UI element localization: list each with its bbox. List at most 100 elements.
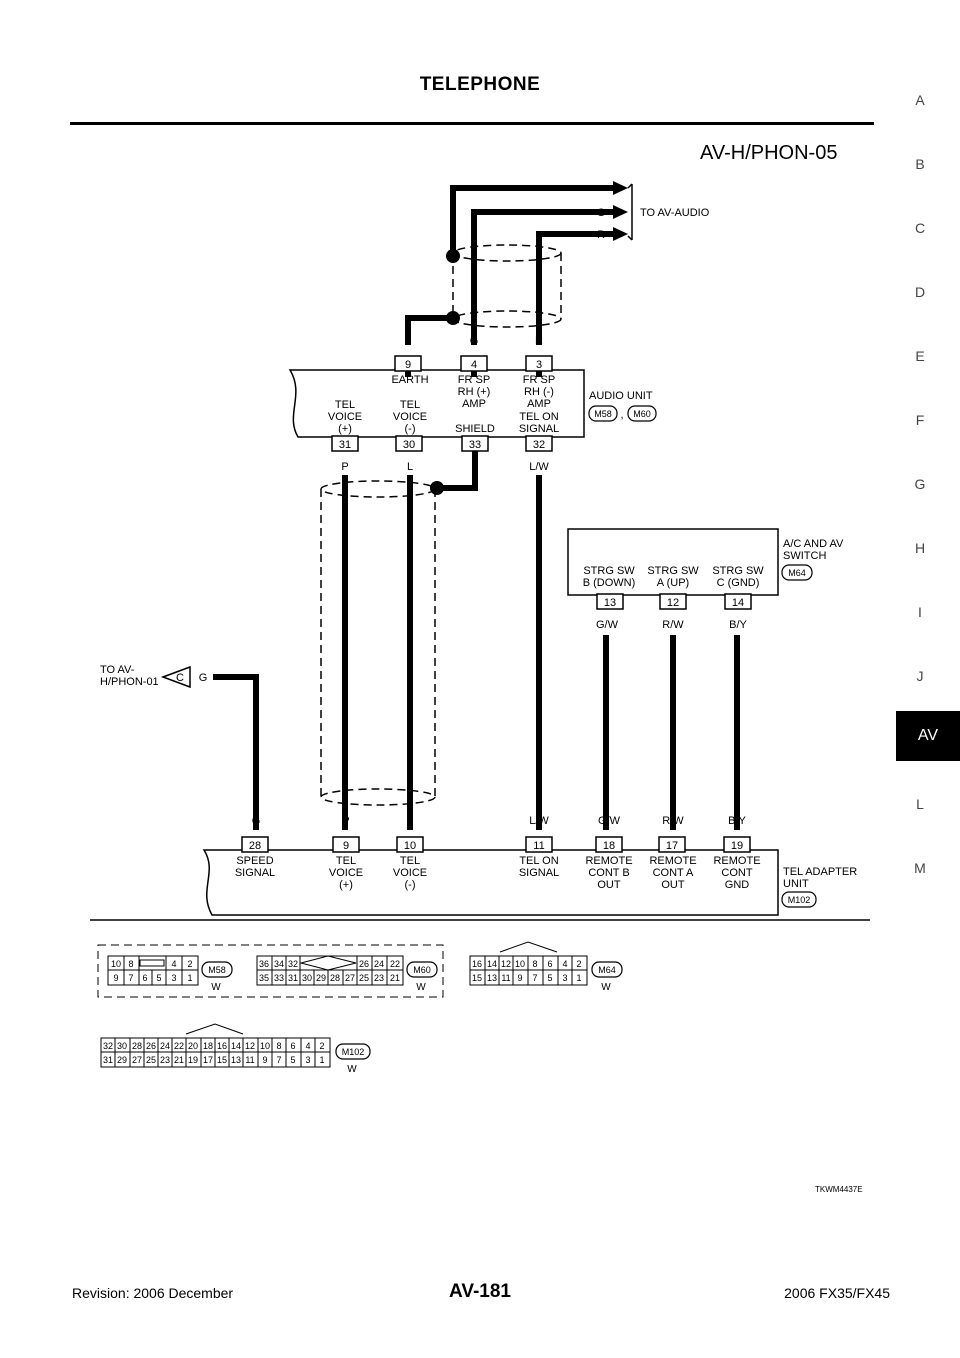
wire-g-speed	[213, 674, 259, 830]
splice-dot-upper-top	[446, 249, 460, 263]
pin-tel-10: 10	[404, 840, 416, 852]
diagram-id: AV-H/PHON-05	[700, 142, 838, 164]
index-letter-c[interactable]: C	[914, 220, 926, 236]
pin-box-tel-17	[658, 836, 686, 853]
pin-audio-3: 3	[536, 359, 542, 371]
label-audio-30-l2: VOICE	[393, 411, 427, 423]
label-audio-31-l3: (+)	[338, 423, 352, 435]
wire-color-tel-18: G/W	[598, 815, 621, 827]
m64-pin: 4	[562, 959, 567, 969]
shield-top	[452, 244, 562, 328]
wire-earth	[405, 315, 453, 345]
badge-text-m102-tel: M102	[788, 895, 811, 905]
index-letter-h[interactable]: H	[914, 540, 926, 556]
color-m102: W	[347, 1064, 357, 1075]
pin-audio-9: 9	[405, 359, 411, 371]
splice-dot-lower	[430, 481, 444, 495]
label-to-phon01-l1: TO AV-	[100, 664, 135, 676]
badge-m102-tel	[781, 891, 817, 908]
index-letter-f[interactable]: F	[915, 412, 925, 428]
badge-m64-switch	[781, 564, 813, 581]
m60-pin: 21	[390, 973, 400, 983]
m102-pin: 8	[276, 1041, 281, 1051]
label-tel-9-l1: TEL	[336, 855, 356, 867]
label-audio-3-l3: AMP	[527, 398, 551, 410]
m58-pin: 7	[128, 973, 133, 983]
m102-pin: 20	[188, 1041, 198, 1051]
label-tel-28-l2: SIGNAL	[235, 867, 275, 879]
pin-tel-18: 18	[603, 840, 615, 852]
label-tel-11-l2: SIGNAL	[519, 867, 559, 879]
m58-pin: 1	[187, 973, 192, 983]
badge-text-m60-face: M60	[413, 965, 431, 975]
badge-text-m64-face: M64	[598, 965, 616, 975]
m102-pin: 31	[103, 1055, 113, 1065]
badge-separator: ,	[620, 409, 623, 421]
index-letter-av-active[interactable]: AV	[896, 711, 960, 761]
m102-pin: 5	[290, 1055, 295, 1065]
index-letter-a[interactable]: A	[915, 92, 925, 108]
m102-pin: 29	[117, 1055, 127, 1065]
m60-pin: 23	[374, 973, 384, 983]
index-letter-e[interactable]: E	[915, 348, 925, 364]
m102-pin: 3	[305, 1055, 310, 1065]
connector-face-group-border	[97, 944, 444, 998]
wire-color-tel-28: G	[252, 815, 261, 827]
pin-audio-31: 31	[339, 439, 351, 451]
m102-pin: 11	[245, 1055, 254, 1065]
label-audio-3-l2: RH (-)	[524, 386, 554, 398]
index-letter-b[interactable]: B	[915, 156, 925, 172]
m102-pin: 23	[160, 1055, 170, 1065]
label-tel-10-l2: VOICE	[393, 867, 427, 879]
m58-pin: 10	[111, 959, 121, 969]
pin-box-audio-30	[395, 435, 423, 452]
index-letter-m[interactable]: M	[914, 860, 926, 876]
index-letter-i[interactable]: I	[918, 604, 922, 620]
page-title: TELEPHONE	[419, 74, 541, 95]
header-rule	[70, 122, 874, 125]
m60-pin: 31	[288, 973, 298, 983]
pin-switch-13: 13	[604, 597, 616, 609]
index-letter-d[interactable]: D	[914, 284, 926, 300]
badge-m102-face	[335, 1043, 371, 1060]
footer-model: 2006 FX35/FX45	[784, 1285, 890, 1301]
arrow-g	[613, 205, 628, 219]
m64-pin: 14	[487, 959, 497, 969]
m64-face-grid	[469, 941, 588, 986]
pin-box-tel-11	[525, 836, 553, 853]
pin-box-tel-10	[396, 836, 424, 853]
badge-text-m58-face: M58	[208, 965, 226, 975]
index-letter-j[interactable]: J	[916, 668, 924, 684]
pin-box-switch-14	[724, 593, 752, 610]
label-wire-g-audio: G	[597, 207, 606, 219]
wire-color-audio-32: L/W	[529, 461, 549, 473]
label-audio-unit: AUDIO UNIT	[589, 390, 653, 402]
index-letter-l[interactable]: L	[916, 796, 924, 812]
index-letter-g[interactable]: G	[914, 476, 926, 492]
m102-pin: 24	[160, 1041, 170, 1051]
badge-m58-face	[201, 961, 233, 978]
badge-m60-face	[406, 961, 438, 978]
m102-pin: 30	[117, 1041, 127, 1051]
m102-pin: 1	[319, 1055, 324, 1065]
m58-pin: 9	[113, 973, 118, 983]
m60-face-grid	[256, 955, 404, 986]
label-tel-17-l1: REMOTE	[649, 855, 696, 867]
m60-pin: 35	[259, 973, 269, 983]
pin-box-switch-12	[659, 593, 687, 610]
wire-r-to-audio	[536, 231, 613, 345]
pin-tel-28: 28	[249, 840, 261, 852]
m102-pin: 7	[276, 1055, 281, 1065]
m60-pin: 29	[316, 973, 326, 983]
pin-box-switch-13	[596, 593, 624, 610]
audio-unit-box	[288, 369, 585, 438]
m102-face-grid	[100, 1023, 331, 1068]
label-switch-12-l1: STRG SW	[647, 565, 699, 577]
m64-pin: 15	[472, 973, 482, 983]
m102-pin: 18	[203, 1041, 213, 1051]
m64-pin: 1	[576, 973, 581, 983]
wire-color-tel-9: P	[342, 815, 349, 827]
wire-color-tel-17: R/W	[662, 815, 684, 827]
m102-pin: 14	[231, 1041, 241, 1051]
label-tel-9-l2: VOICE	[329, 867, 363, 879]
